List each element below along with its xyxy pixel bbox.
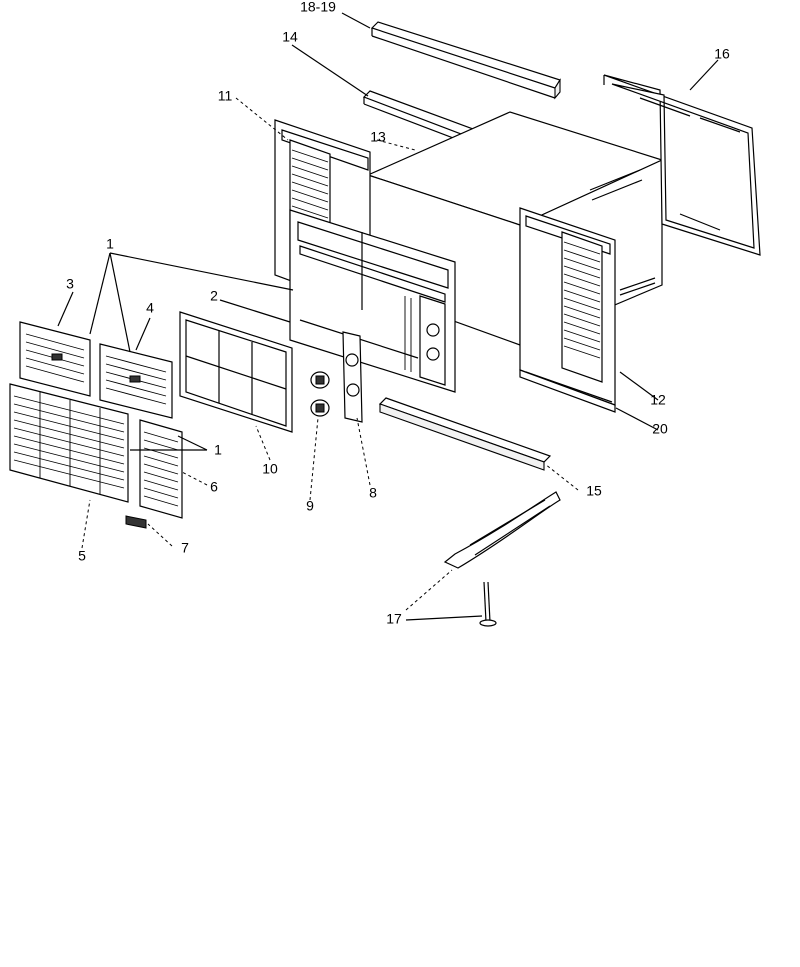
part-side-louver-right <box>519 207 616 406</box>
callout-20: 20 <box>652 421 668 437</box>
part-front-frame <box>289 209 456 393</box>
callout-7: 7 <box>181 540 189 556</box>
callout-17: 17 <box>386 611 402 627</box>
callout-12: 12 <box>650 392 666 408</box>
callout-2: 2 <box>210 288 218 304</box>
callout-16: 16 <box>714 46 730 62</box>
part-control-plate <box>342 331 363 423</box>
callout-labels: 18-19 14 16 11 13 1 3 4 2 12 20 1 6 10 9… <box>66 0 730 627</box>
leader-lines <box>57 12 719 621</box>
callout-13: 13 <box>370 129 386 145</box>
part-louver-assembly-4 <box>99 343 173 419</box>
callout-1-right: 1 <box>214 442 222 458</box>
callout-6: 6 <box>210 479 218 495</box>
callout-18-19: 18-19 <box>300 0 336 15</box>
part-control-knobs <box>310 371 330 417</box>
callout-1-top: 1 <box>106 236 114 252</box>
callout-3: 3 <box>66 276 74 292</box>
part-latch <box>125 515 147 529</box>
callout-4: 4 <box>146 300 154 316</box>
callout-10: 10 <box>262 461 278 477</box>
part-louver-assembly-3 <box>19 321 91 397</box>
callout-8: 8 <box>369 485 377 501</box>
callout-15: 15 <box>586 483 602 499</box>
part-back-panel <box>603 74 761 256</box>
part-front-grille <box>9 383 129 503</box>
callout-5: 5 <box>78 548 86 564</box>
part-air-filter <box>179 311 293 433</box>
callout-14: 14 <box>282 29 298 45</box>
callout-9: 9 <box>306 498 314 514</box>
part-side-grille <box>139 419 183 519</box>
part-leveling-leg <box>479 581 497 627</box>
callout-11: 11 <box>218 88 233 104</box>
part-top-rail <box>370 21 561 100</box>
part-bottom-rail <box>378 397 552 471</box>
part-base-strip-right <box>519 369 616 413</box>
part-support-bracket <box>443 491 561 569</box>
